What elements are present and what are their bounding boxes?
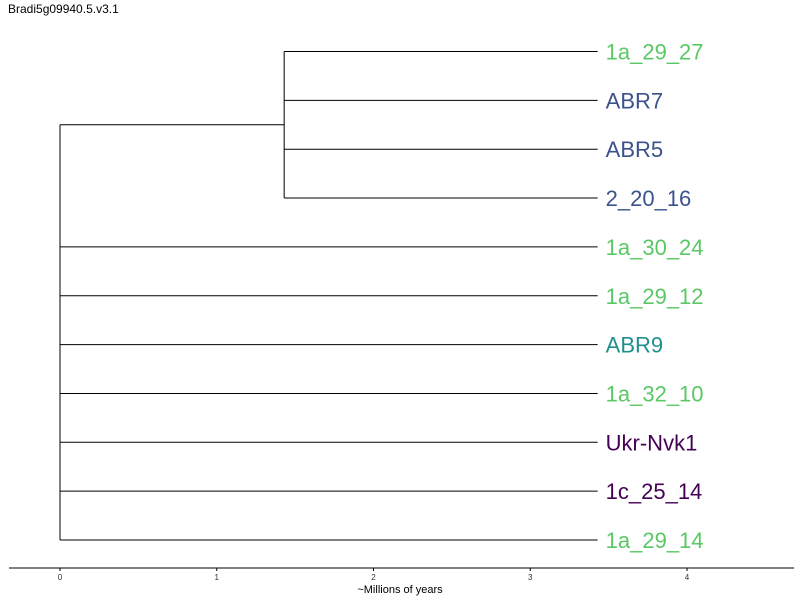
- tick-label: 0: [58, 573, 63, 582]
- leaf-label: 1a_32_10: [606, 381, 704, 406]
- leaf-label: 1a_29_14: [606, 528, 704, 553]
- leaf-label: 1a_30_24: [606, 235, 704, 260]
- tick-label: 4: [685, 573, 690, 582]
- leaf-label: 1c_25_14: [606, 479, 703, 504]
- tick-label: 2: [371, 573, 376, 582]
- leaf-label: ABR5: [606, 137, 663, 162]
- leaf-label: 1a_29_12: [606, 284, 704, 309]
- leaf-label: 1a_29_27: [606, 40, 704, 65]
- axis-label: ~Millions of years: [357, 584, 443, 596]
- page-title: Bradi5g09940.5.v3.1: [8, 2, 119, 16]
- tick-label: 1: [215, 573, 220, 582]
- leaf-label: Ukr-Nvk1: [606, 430, 698, 455]
- leaf-label: ABR9: [606, 333, 663, 358]
- time-axis: 0 1 2 3 4 ~Millions of years: [9, 567, 794, 596]
- leaf-label: 2_20_16: [606, 186, 692, 211]
- leaf-label: ABR7: [606, 88, 663, 113]
- tick-label: 3: [528, 573, 533, 582]
- tree-branches: [59, 51, 598, 541]
